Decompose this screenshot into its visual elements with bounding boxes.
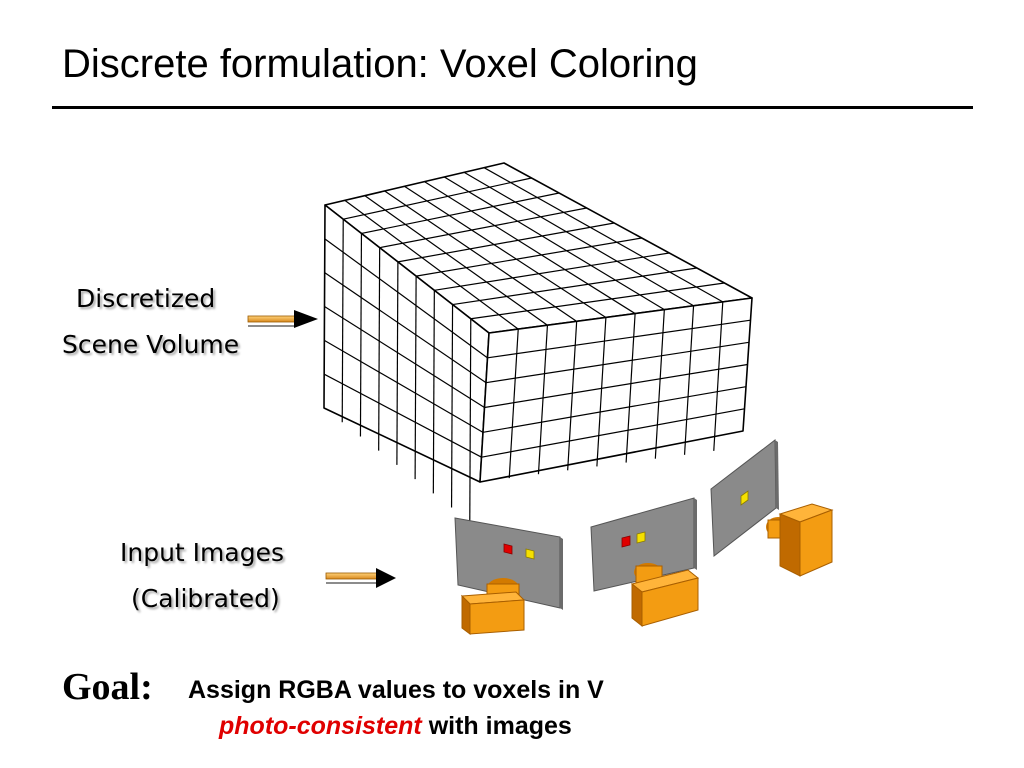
voxel-grid-line [470, 282, 725, 320]
voxel-grid-line [416, 237, 642, 277]
slide-title: Discrete formulation: Voxel Coloring [62, 42, 698, 86]
yellow-pixel [525, 548, 535, 560]
voxel-grid-line [482, 386, 747, 433]
voxel-grid-line [397, 222, 615, 263]
red-pixel [503, 543, 513, 555]
camera-icon [630, 563, 700, 628]
voxel-grid-line [324, 272, 487, 384]
input-image-2 [590, 497, 697, 592]
voxel-grid-line [434, 252, 670, 291]
voxel-grid-line [463, 171, 694, 307]
input-image-1 [454, 517, 563, 610]
voxel-grid-line [487, 319, 751, 359]
yellow-pixel [636, 531, 646, 544]
voxel-grid-line [364, 195, 548, 326]
voxel-grid-line [404, 185, 607, 318]
volume-label-line1: Discretized [76, 284, 216, 313]
camera-icon [766, 503, 834, 577]
voxel-grid-line [324, 238, 488, 359]
voxel-grid-line [654, 309, 665, 459]
voxel-grid-line [713, 301, 724, 451]
images-arrow-icon [325, 568, 396, 588]
voxel-grid-line [359, 233, 363, 437]
voxel-grid-line [414, 276, 417, 480]
images-label-line1: Input Images [120, 538, 285, 567]
voxel-grid-line [324, 305, 485, 409]
voxel-grid-line [379, 207, 587, 249]
voxel-grid-line [483, 167, 724, 303]
voxel-grid-line [484, 363, 748, 409]
voxel-grid-line [567, 321, 578, 471]
photo-consistent-emphasis: photo-consistent [219, 712, 422, 740]
voxel-grid-line [596, 317, 607, 467]
voxel-grid-line [481, 408, 745, 458]
voxel-grid-line [323, 373, 482, 458]
voxel-grid-line [344, 199, 519, 330]
goal-line2-rest: with images [421, 712, 572, 740]
voxel-grid-line [450, 304, 454, 508]
voxel-grid-line [378, 247, 381, 451]
voxel-grid-line [485, 341, 750, 384]
images-label-line2: (Calibrated) [131, 584, 280, 613]
goal-label: Goal: [62, 666, 153, 708]
voxel-grid-line [432, 290, 435, 494]
voxel-grid-line [424, 181, 636, 315]
voxel-grid-line [625, 313, 636, 463]
voxel-grid-line [384, 190, 578, 322]
input-image-3 [710, 438, 779, 557]
voxel-grid-line [444, 176, 665, 311]
goal-description-line2: photo-consistent with images [219, 714, 572, 739]
camera-icon [460, 578, 526, 635]
voxel-grid-line [452, 267, 697, 306]
yellow-pixel [740, 490, 749, 506]
title-divider [52, 106, 973, 109]
red-pixel [621, 535, 631, 548]
goal-description-line1: Assign RGBA values to voxels in V [188, 676, 604, 704]
voxel-grid-volume [323, 162, 753, 522]
voxel-grid-line [324, 339, 484, 433]
voxel-grid-line [361, 192, 560, 235]
voxel-grid-line [343, 177, 532, 220]
voxel-grid-line [469, 318, 472, 522]
voxel-grid-line [683, 305, 695, 455]
volume-arrow-icon [247, 310, 318, 328]
voxel-grid-line [341, 219, 344, 423]
volume-label-line2: Scene Volume [62, 330, 240, 359]
voxel-grid-line [396, 261, 399, 465]
